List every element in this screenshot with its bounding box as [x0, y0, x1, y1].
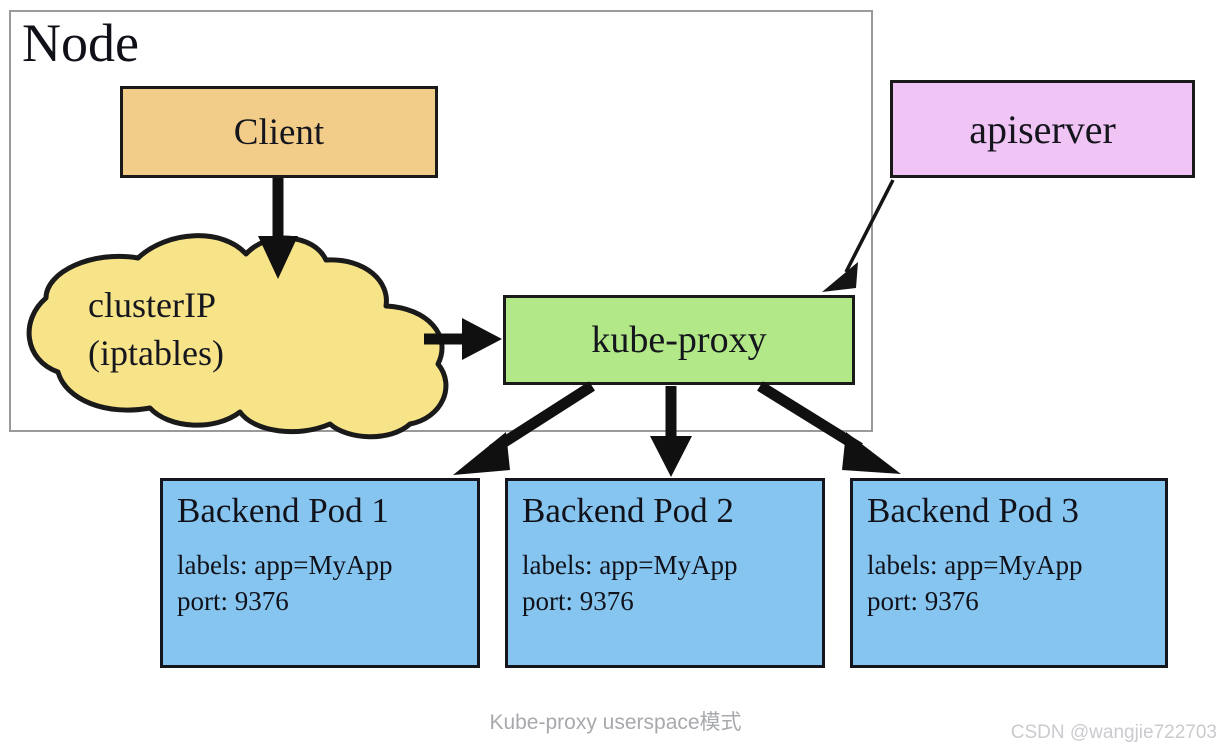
clusterip-cloud-shape[interactable]: [18, 232, 468, 442]
pod-port: port: 9376: [177, 586, 289, 617]
backend-pod-3-box[interactable]: Backend Pod 3 labels: app=MyApp port: 93…: [850, 478, 1168, 668]
node-label: Node: [22, 13, 139, 73]
client-label: Client: [233, 111, 325, 153]
pod-labels: labels: app=MyApp: [522, 549, 738, 580]
backend-pod-2-box[interactable]: Backend Pod 2 labels: app=MyApp port: 93…: [505, 478, 825, 668]
pod-port: port: 9376: [522, 586, 634, 617]
pod-labels: labels: app=MyApp: [867, 549, 1083, 580]
kube-proxy-box[interactable]: kube-proxy: [503, 295, 855, 385]
apiserver-box[interactable]: apiserver: [890, 80, 1195, 178]
pod-labels: labels: app=MyApp: [177, 549, 393, 580]
client-box[interactable]: Client: [120, 86, 438, 178]
pod-port: port: 9376: [867, 586, 979, 617]
csdn-watermark: CSDN @wangjie722703: [1010, 722, 1217, 743]
apiserver-label: apiserver: [969, 106, 1116, 152]
kube-proxy-label: kube-proxy: [591, 319, 767, 361]
pod-title: Backend Pod 3: [867, 491, 1079, 530]
backend-pod-1-box[interactable]: Backend Pod 1 labels: app=MyApp port: 93…: [160, 478, 480, 668]
pod-title: Backend Pod 2: [522, 491, 734, 530]
diagram-caption: Kube-proxy userspace模式: [489, 711, 742, 734]
pod-title: Backend Pod 1: [177, 491, 389, 530]
